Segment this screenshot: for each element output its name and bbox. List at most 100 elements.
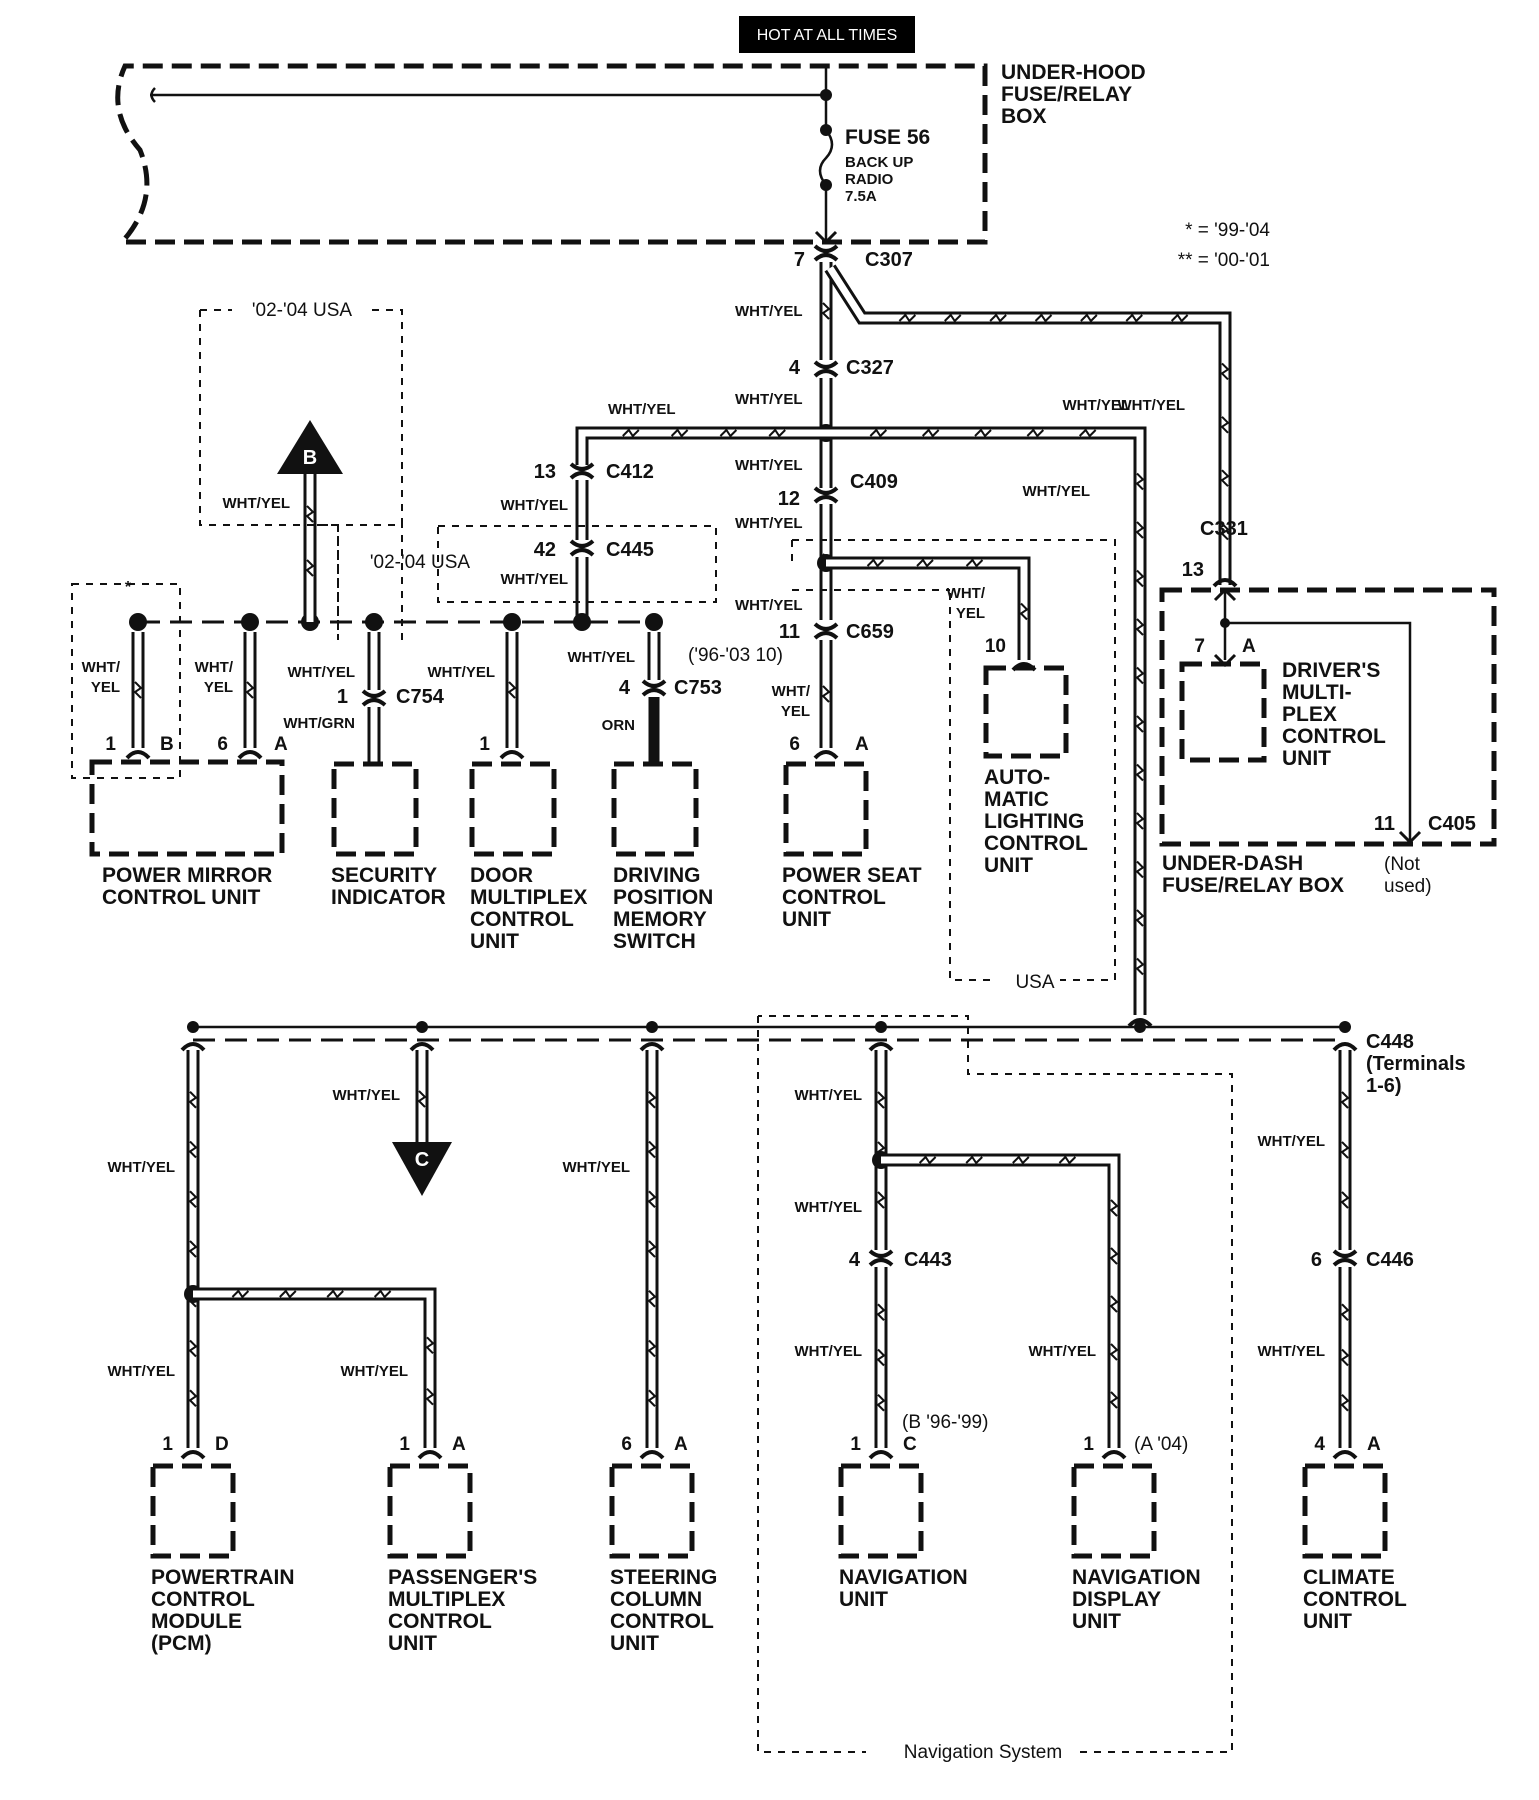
wire-color-label: WHT/YEL (501, 497, 569, 514)
wire-color-label: WHT/YEL (1023, 483, 1091, 500)
usa-region-box-top (199, 310, 403, 640)
power-seat-terminal (813, 750, 839, 760)
door-multiplex-terminal (499, 750, 525, 760)
wire-twist-mark (1135, 472, 1145, 491)
drivers-multiplex-control-unit-label-line: MULTI- (1282, 681, 1352, 704)
c446-id: C446 (1366, 1249, 1414, 1271)
wire-twist-mark (425, 1387, 435, 1406)
navigation-display-unit-label-line: DISPLAY (1072, 1588, 1161, 1611)
c448-feed-wire (826, 426, 1147, 1015)
c448-feed-wire-inner (826, 429, 1144, 1015)
c331-terminal (1212, 578, 1238, 588)
svg-text:FUSE/RELAY: FUSE/RELAY (1001, 83, 1132, 106)
passengers-multiplex-control-unit-box (387, 1463, 473, 1559)
wire-twist-mark (876, 1394, 886, 1412)
driving-position-memory-switch-label-line: SWITCH (613, 930, 696, 953)
wire-twist-mark (768, 428, 786, 438)
wire-twist-mark (647, 1091, 657, 1109)
pin-label: 1 (850, 1434, 861, 1455)
wire-color-label: WHT/ (947, 585, 986, 602)
steering-column-top-terminal (639, 1042, 665, 1052)
c446-pin: 6 (1311, 1249, 1322, 1271)
wire-twist-mark (1340, 1348, 1350, 1367)
wire-color-label: WHT/YEL (1118, 397, 1186, 414)
power-seat-control-unit-label-line: UNIT (782, 908, 831, 931)
wire-color-label: WHT/YEL (735, 597, 803, 614)
usa-02-04-mid-label: '02-'04 USA (370, 552, 471, 573)
wire-color-label: WHT/YEL (108, 1159, 176, 1176)
c412-connector-mate (569, 471, 595, 480)
c409-pin: 12 (778, 488, 800, 510)
wire-twist-mark (647, 1190, 657, 1208)
wire-color-label: WHT/YEL (735, 457, 803, 474)
c327-connector (813, 360, 839, 369)
navigation-unit-upper-top-terminal (868, 1042, 894, 1052)
c659-pin: 11 (779, 621, 800, 643)
security-indicator-box (331, 761, 419, 857)
wire-twist-mark (670, 428, 689, 438)
pin-label: 7 (1194, 636, 1205, 657)
wire-twist-mark (1109, 1391, 1119, 1409)
wire-twist-mark (622, 428, 640, 438)
driving-position-memory-switch-label-line: DRIVING (613, 864, 701, 887)
wire-twist-mark (719, 428, 738, 438)
wire-twist-mark (188, 1140, 198, 1159)
c448-label-line: (Terminals (1366, 1053, 1466, 1075)
steering-column-control-unit-box (609, 1463, 695, 1559)
navigation-unit-label-line: UNIT (839, 1588, 888, 1611)
pin-label: 4 (1314, 1434, 1325, 1455)
splice-dot (645, 613, 663, 631)
wire-twist-mark (918, 1155, 937, 1165)
passengers-multiplex-control-unit-label-line: CONTROL (388, 1610, 492, 1633)
c445-connector-mate (569, 548, 595, 557)
c327-id: C327 (846, 357, 894, 379)
c443-connector-mate (868, 1258, 894, 1267)
c445-connector (569, 539, 595, 548)
wire-twist-mark (1058, 1155, 1077, 1165)
navigation-display-unit-box (1071, 1463, 1157, 1559)
splice-dot (875, 1021, 887, 1033)
c405-wire (1225, 621, 1412, 842)
powertrain-control-module-terminal (180, 1450, 206, 1460)
splice-dot (820, 89, 832, 101)
c754-id: C754 (396, 686, 445, 708)
svg-text:7.5A: 7.5A (845, 188, 877, 205)
wire-color-label: WHT/YEL (501, 571, 569, 588)
wire-twist-mark (647, 1140, 657, 1159)
wire-twist-mark (133, 681, 143, 699)
wire-twist-mark (305, 505, 315, 523)
wire-twist-mark (1109, 1199, 1119, 1217)
c443-id: C443 (904, 1249, 952, 1271)
c405-not-used-note-line: used) (1384, 876, 1432, 897)
wire-twist-mark (1019, 602, 1029, 621)
wire-twist-mark (1135, 715, 1145, 733)
auto-lighting-wire-inner (826, 559, 1028, 660)
power-seat-control-unit-label-line: POWER SEAT (782, 864, 922, 887)
wire-color-label: WHT/YEL (333, 1087, 401, 1104)
mirror-terminal-a (237, 750, 263, 760)
wire-twist-mark (821, 685, 831, 703)
wire-twist-mark (866, 558, 885, 568)
wire-twist-mark (965, 558, 984, 568)
offpage-b-label: B (303, 447, 317, 469)
wire-twist-mark (869, 428, 888, 438)
c412-pin: 13 (534, 461, 556, 483)
wire-color-label: ORN (602, 717, 635, 734)
splice-dot (573, 613, 591, 631)
automatic-lighting-control-unit-label-line: AUTO- (984, 766, 1050, 789)
c448-label-line: 1-6) (1366, 1075, 1402, 1097)
star-region-box (71, 583, 181, 779)
c753-connector-mate (641, 688, 667, 697)
powertrain-control-module-box (150, 1463, 236, 1559)
c327-pin: 4 (789, 357, 801, 379)
c445-pin: 42 (534, 539, 556, 561)
navigation-display-wire (881, 1153, 1121, 1448)
wire-twist-mark (373, 1289, 392, 1299)
wire-color-label: WHT/YEL (795, 1199, 863, 1216)
